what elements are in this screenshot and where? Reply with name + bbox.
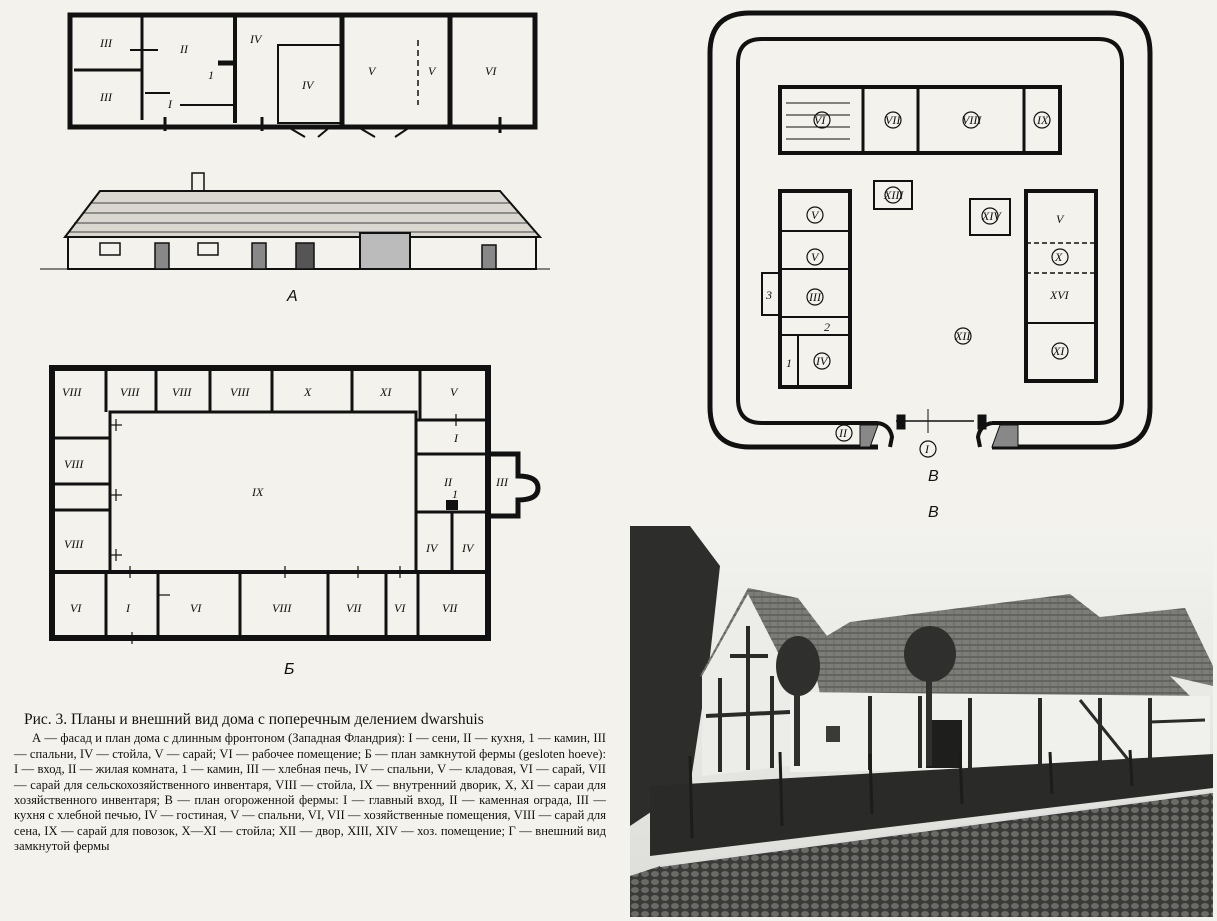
plan-b-room-label: VIII [64,457,84,471]
plan-v-room-label: XVI [1049,288,1070,302]
plan-v-room-label: V [811,250,820,264]
plan-a-room-label: V [428,64,437,78]
plan-b-room-label: VII [442,601,458,615]
plan-b-room-label: X [303,385,312,399]
plan-b-room-label: I [453,431,459,445]
plan-b-room-label: VIII [62,385,82,399]
plan-a-room-label: III [99,36,113,50]
plan-v-outer-fence [707,10,1153,450]
plan-a-room-label: I [167,97,173,111]
plan-b-room-label: IX [251,485,264,499]
plan-a-room-label: II [179,42,189,56]
plan-a-room-label: V [368,64,377,78]
plan-b-room-label: VI [190,601,202,615]
plan-b-room-label: VIII [172,385,192,399]
plan-v-room-label: VIII [962,113,982,127]
plan-b-room-label: IV [461,541,475,555]
plan-b-room-label: VI [394,601,406,615]
plan-v-room-label: XIII [883,188,904,202]
plan-v-room-label: I [924,442,930,456]
caption-title: Рис. 3. Планы и внешний вид дома с попер… [24,711,484,728]
plan-b-room-label: III [495,475,509,489]
plan-v-room-label: IX [1036,113,1049,127]
plan-b-room-label: 1 [452,487,458,501]
plan-v-room-label: 2 [824,320,830,334]
plan-v-inner-fence [736,37,1124,425]
plan-a-room-label: IV [249,32,263,46]
plan-v-room-label: XIV [981,209,1002,223]
plan-v-room-label: VII [885,113,901,127]
plan-b-room-label: II [443,475,453,489]
plan-a-outer-wall [67,12,538,130]
plan-a-drawing: III II IV III I 1 IV V V VI А [40,12,550,305]
plan-b-room-label: VIII [64,537,84,551]
plan-b-room-label: VIII [230,385,250,399]
plan-v-room-label: XI [1052,344,1065,358]
plan-b-room-label: IV [425,541,439,555]
plan-b-room-label: VI [70,601,82,615]
plan-v-room-label: II [838,426,848,440]
plan-v-room-label: X [1054,250,1063,264]
plan-b-outer-wall [49,365,491,641]
plan-b-room-label: XI [379,385,392,399]
plan-v-room-label: III [808,290,822,304]
plan-a-label: А [286,288,298,305]
photo-roof-right [1090,608,1213,686]
plan-v-room-label: IV [815,354,829,368]
plan-v-room-label: VI [814,113,826,127]
plan-b-room-label: VIII [272,601,292,615]
plan-v-room-label: XII [954,329,971,343]
farmstead-photo [630,526,1213,917]
plan-v-room-label: 3 [765,288,772,302]
plan-b-drawing: VIII VIII VIII VIII X XI V VIII VIII IX … [49,365,541,678]
plan-v-room-label: V [811,208,820,222]
caption-text: А — фасад и план дома с длинным фронтоно… [14,731,606,854]
plan-b-room-label: VII [346,601,362,615]
plan-v-below-label: В [928,504,939,521]
figure-caption: Рис. 3. Планы и внешний вид дома с попер… [14,712,606,917]
plan-v-room-label: 1 [786,356,792,370]
plan-v-room-label: V [1056,212,1065,226]
plan-a-room-label: 1 [208,68,214,82]
plan-v-drawing: VI VII VIII IX XIII XIV V V III 3 2 1 IV… [707,10,1153,521]
plan-a-room-label: VI [485,64,497,78]
plan-b-room-label: I [125,601,131,615]
plan-b-label: Б [284,661,294,678]
photo-cobbled-road [630,792,1213,917]
plan-b-room-label: VIII [120,385,140,399]
plan-b-room-label: V [450,385,459,399]
plan-a-room-label: III [99,90,113,104]
plan-a-room-label: IV [301,78,315,92]
plan-v-label: В [928,468,939,485]
plan-a-facade [40,172,550,270]
